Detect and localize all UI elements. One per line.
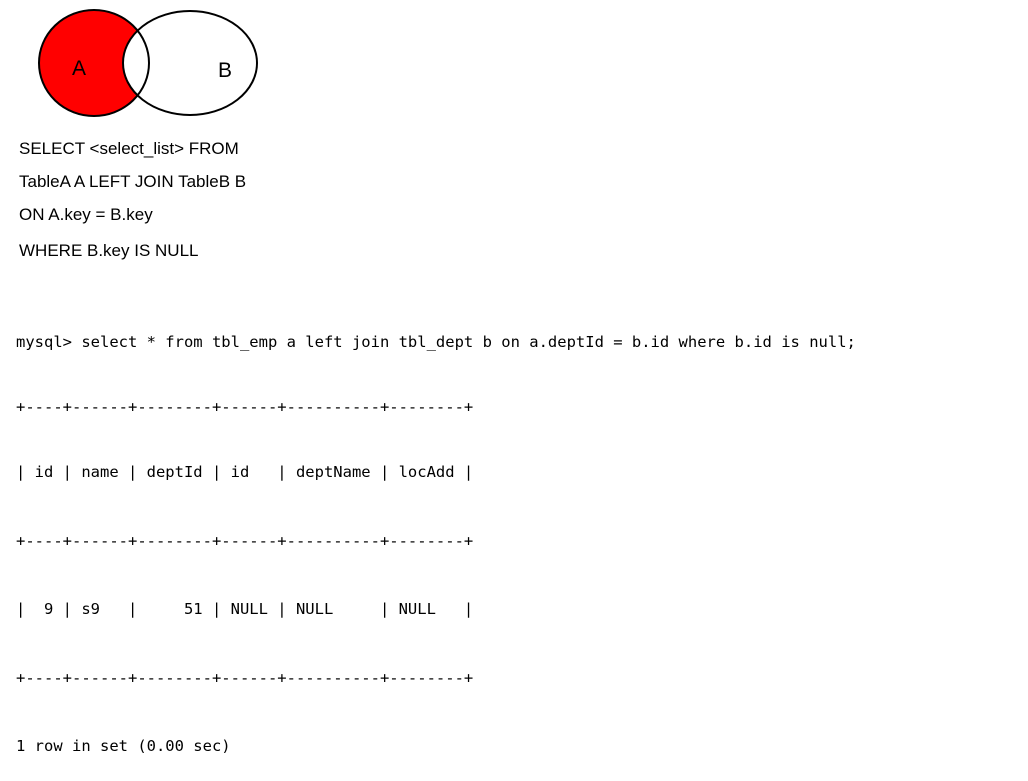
circle-a bbox=[38, 9, 150, 117]
result-summary: 1 row in set (0.00 sec) bbox=[16, 737, 231, 755]
circle-a-fill bbox=[39, 10, 149, 116]
venn-diagram: A B bbox=[38, 9, 258, 117]
table-border-top: +----+------+--------+------+----------+… bbox=[16, 398, 474, 416]
circle-a-label: A bbox=[72, 57, 86, 80]
sql-line-4: WHERE B.key IS NULL bbox=[19, 241, 199, 260]
sql-line-1: SELECT <select_list> FROM bbox=[19, 139, 239, 158]
table-header: | id | name | deptId | id | deptName | l… bbox=[16, 463, 474, 481]
table-border-bottom: +----+------+--------+------+----------+… bbox=[16, 669, 474, 687]
circle-b bbox=[122, 10, 258, 116]
sql-line-3: ON A.key = B.key bbox=[19, 205, 153, 224]
table-border-mid: +----+------+--------+------+----------+… bbox=[16, 532, 474, 550]
circle-b-label: B bbox=[218, 59, 232, 82]
table-row: | 9 | s9 | 51 | NULL | NULL | NULL | bbox=[16, 600, 474, 618]
sql-line-2: TableA A LEFT JOIN TableB B bbox=[19, 172, 247, 191]
console-command: mysql> select * from tbl_emp a left join… bbox=[16, 333, 856, 351]
console-output: mysql> select * from tbl_emp a left join… bbox=[16, 285, 856, 781]
